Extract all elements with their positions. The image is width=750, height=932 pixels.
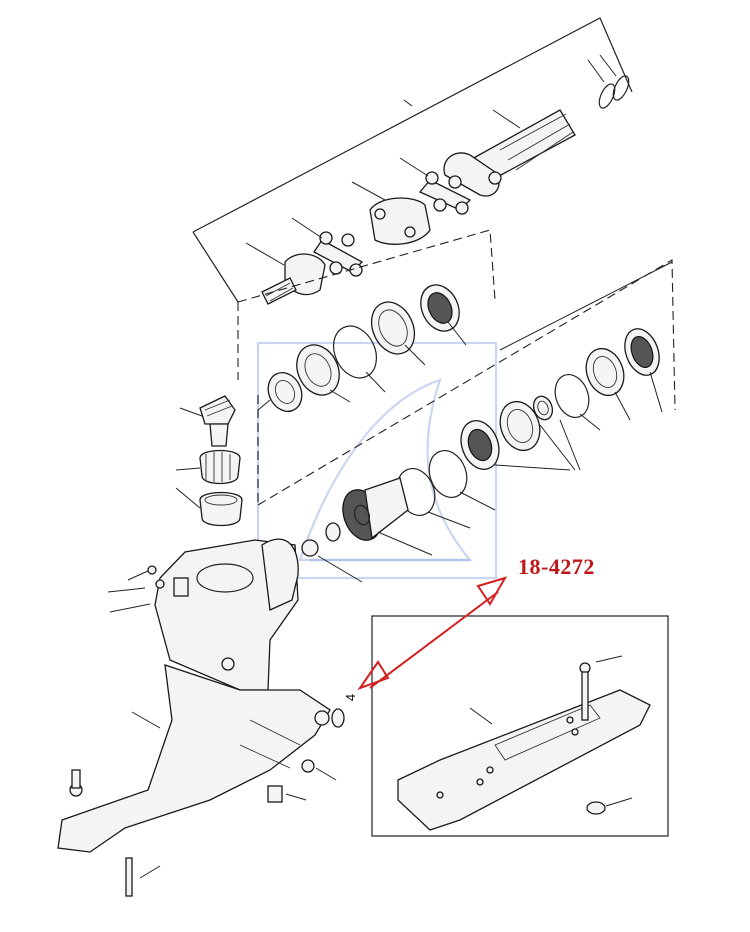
upper-race-ring <box>370 301 426 366</box>
u-joint-cross-upper <box>399 157 472 215</box>
u-joint-cross-lower <box>291 217 364 277</box>
right-o-ring <box>554 374 601 431</box>
pinion-gear <box>179 395 236 447</box>
driveshaft-group-bracket <box>192 17 633 303</box>
quantity-mark: 4 <box>343 693 359 702</box>
upper-o-ring <box>332 325 386 393</box>
upper-bearing-cup <box>420 284 467 346</box>
part-number-label: 18-4272 <box>518 554 595 579</box>
forward-bearing-cup <box>499 400 541 452</box>
right-bearing-cup <box>585 347 631 421</box>
o-ring-pair <box>587 54 630 109</box>
gear-set-dashed-bracket <box>237 229 676 506</box>
right-bearing-tapered <box>624 328 663 413</box>
lower-o-ring-a <box>428 450 496 511</box>
anode-inset-box <box>371 615 669 837</box>
callout-arrow <box>357 576 508 690</box>
lower-yoke-shaft <box>245 242 326 305</box>
pinion-bearing-cup <box>175 487 243 527</box>
nut-and-washer <box>301 522 363 583</box>
upper-bearing-race <box>296 344 351 403</box>
gear-housing <box>107 538 299 691</box>
forward-drive-gear <box>342 477 433 556</box>
right-small-washer <box>532 395 554 421</box>
skeg-lower-unit <box>57 664 345 897</box>
forward-bearing-cone <box>460 419 581 471</box>
yoke-center <box>351 181 431 245</box>
input-shaft <box>443 109 576 197</box>
upper-seal-ring <box>257 372 303 412</box>
pinion-bearing <box>175 449 241 485</box>
